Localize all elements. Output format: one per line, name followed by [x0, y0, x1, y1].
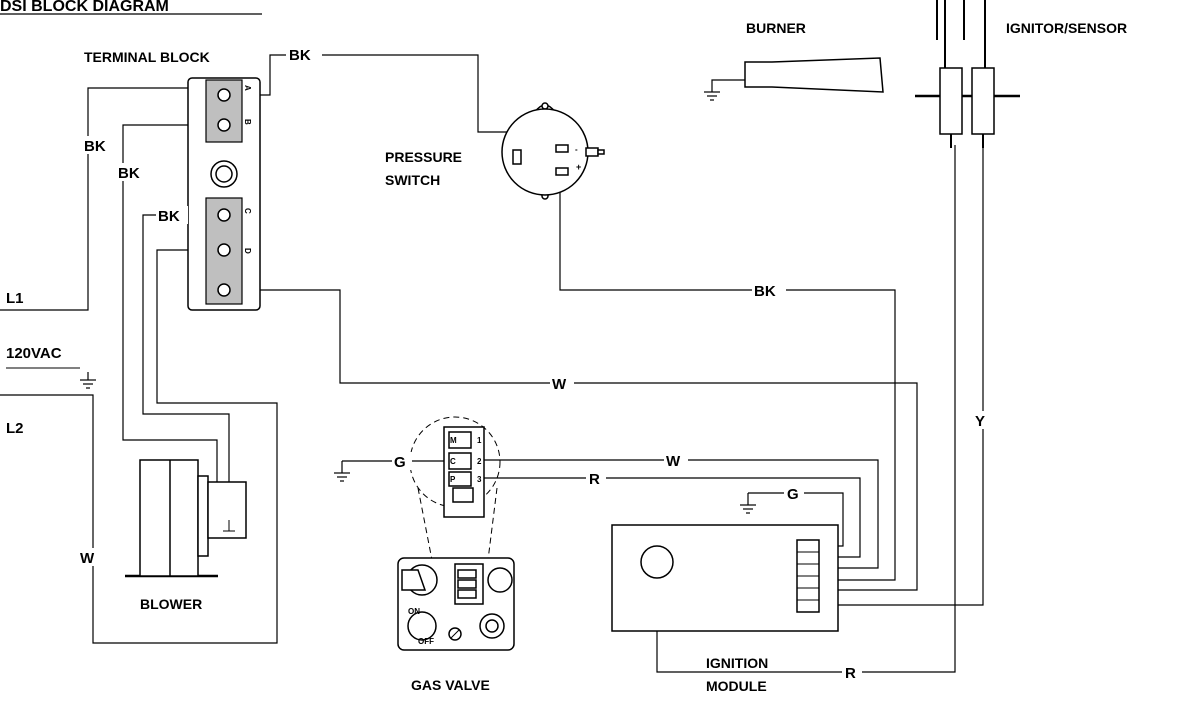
terminal-letter-d: D [243, 248, 252, 254]
wire-label-g-module: G [787, 486, 799, 503]
gas-valve: M C P 1 2 3 ON OFF [397, 416, 515, 651]
terminal-letter-a: A [243, 85, 252, 91]
wire-label-r-valve: R [589, 471, 600, 488]
valve-terminal-1: 1 [477, 436, 482, 445]
wire-label-masks [78, 45, 993, 681]
burner [744, 57, 884, 93]
label-ignition-module-1: IGNITION [706, 655, 768, 671]
valve-terminal-m: M [450, 436, 457, 445]
diagram-title: DSI BLOCK DIAGRAM [0, 0, 169, 15]
terminal-block: A B C D [187, 77, 261, 311]
label-120vac: 120VAC [6, 345, 62, 362]
valve-terminal-2: 2 [477, 457, 482, 466]
valve-knob-off: OFF [418, 637, 434, 646]
terminal-letter-c: C [243, 208, 252, 214]
wire-terminal-b-to-blower [122, 124, 218, 482]
blower [125, 459, 247, 578]
wire-terminal-a-to-pressure-switch [248, 54, 520, 133]
label-ignition-module-2: MODULE [706, 678, 767, 694]
ground-symbol-supply [80, 372, 96, 389]
label-pressure-switch-1: PRESSURE [385, 149, 462, 165]
wire-sensor-y [826, 145, 984, 606]
wire-label-r-ignitor: R [845, 665, 856, 682]
switch-mark-plus: + [576, 162, 581, 172]
label-l1: L1 [6, 290, 24, 307]
ground-symbol-module [740, 493, 756, 514]
ground-symbol-burner [704, 79, 745, 101]
wire-label-g-valve: G [394, 454, 406, 471]
wire-l1-to-terminal-a [0, 87, 210, 311]
valve-terminal-c: C [450, 457, 456, 466]
wire-label-bk-switch-to-module: BK [754, 283, 776, 300]
wire-label-bk-terminal-b: BK [118, 165, 140, 182]
wire-pressure-switch-to-module [559, 170, 896, 581]
wire-terminal-d-to-l2 [0, 249, 278, 644]
wire-label-w-valve: W [666, 453, 681, 470]
label-ignitor-sensor: IGNITOR/SENSOR [1006, 20, 1127, 36]
wire-label-bk-l1: BK [84, 138, 106, 155]
wire-label-w-l2: W [80, 550, 95, 567]
valve-terminal-3: 3 [477, 475, 482, 484]
wire-label-bk-terminal-c: BK [158, 208, 180, 225]
label-gas-valve: GAS VALVE [411, 677, 490, 693]
switch-mark-minus: - [575, 145, 578, 154]
label-pressure-switch-2: SWITCH [385, 172, 440, 188]
pressure-switch: - + [501, 102, 605, 200]
wire-label-w-terminal-to-module: W [552, 376, 567, 393]
label-l2: L2 [6, 420, 24, 437]
label-blower: BLOWER [140, 596, 202, 612]
wire-valve-to-module-r [474, 477, 861, 558]
label-terminal-block: TERMINAL BLOCK [84, 49, 210, 65]
ground-symbol-valve [334, 461, 350, 482]
wire-label-bk-to-switch: BK [289, 47, 311, 64]
wire-terminal-d-to-module-w [238, 289, 918, 591]
label-burner: BURNER [746, 20, 806, 36]
valve-terminal-p: P [450, 475, 456, 484]
terminal-letter-b: B [243, 119, 252, 125]
valve-knob-on: ON [408, 607, 420, 616]
ignitor-sensor [915, 0, 1020, 148]
wire-label-y-sensor: Y [975, 413, 985, 430]
ignition-module [611, 524, 839, 632]
